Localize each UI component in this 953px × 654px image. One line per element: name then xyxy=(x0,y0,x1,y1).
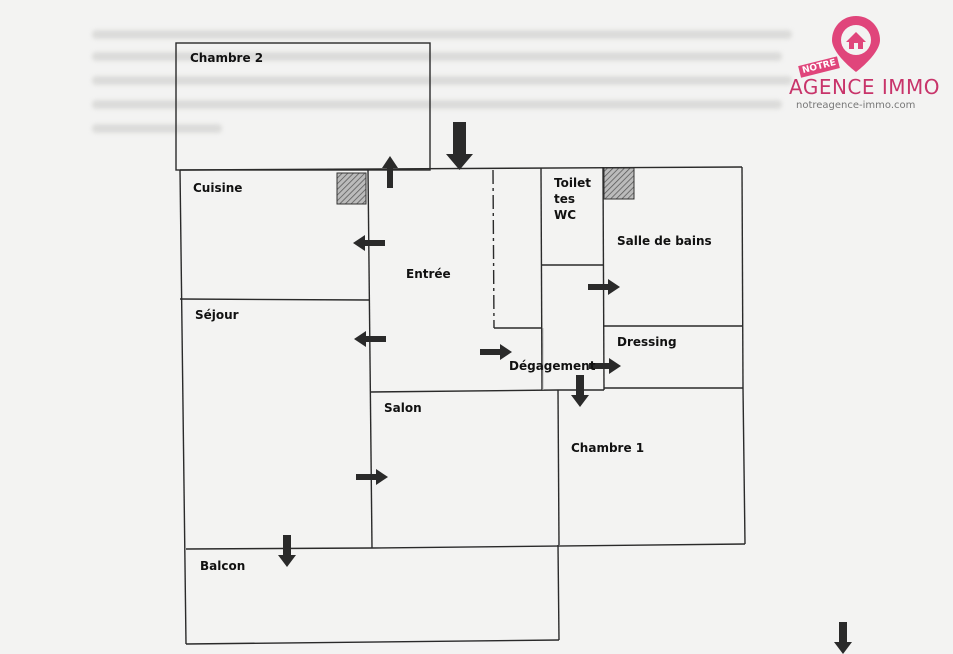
arrow-left-icon xyxy=(354,331,386,347)
blurred-text-line xyxy=(92,30,792,39)
blurred-text-line xyxy=(92,76,792,85)
label-chambre1: Chambre 1 xyxy=(571,441,644,455)
label-sejour: Séjour xyxy=(195,308,239,322)
blurred-text-line xyxy=(92,100,782,109)
label-entree: Entrée xyxy=(406,267,451,281)
arrow-right-icon xyxy=(588,279,620,295)
toilettes-line-2: tes xyxy=(554,192,575,206)
logo-name: AGENCE IMMO xyxy=(789,75,941,99)
arrow-right-icon xyxy=(356,469,388,485)
duct-cuisine xyxy=(336,172,367,205)
label-salledebains: Salle de bains xyxy=(617,234,712,248)
arrow-down-icon xyxy=(571,375,589,407)
blurred-text-line xyxy=(92,124,222,133)
house-pin-icon xyxy=(832,16,880,72)
agency-logo: NOTRE AGENCE IMMO notreagence-immo.com xyxy=(770,14,940,114)
label-degagement: Dégagement xyxy=(509,359,596,373)
arrow-down-icon xyxy=(834,622,852,654)
label-chambre2: Chambre 2 xyxy=(190,51,263,65)
toilettes-line-1: Toilet xyxy=(554,176,591,190)
entrance-arrow-icon xyxy=(446,122,473,170)
label-dressing: Dressing xyxy=(617,335,677,349)
label-balcon: Balcon xyxy=(200,559,245,573)
arrow-down-icon xyxy=(278,535,296,567)
duct-sdb xyxy=(603,167,635,200)
label-salon: Salon xyxy=(384,401,422,415)
label-cuisine: Cuisine xyxy=(193,181,242,195)
arrow-left-icon xyxy=(353,235,385,251)
arrow-up-icon xyxy=(382,156,398,188)
arrow-right-icon xyxy=(589,358,621,374)
logo-url: notreagence-immo.com xyxy=(796,100,916,111)
label-toilettes: Toilet tes WC xyxy=(554,176,595,222)
blurred-text-line xyxy=(92,52,782,61)
toilettes-line-3: WC xyxy=(554,208,576,222)
arrow-right-icon xyxy=(480,344,512,360)
